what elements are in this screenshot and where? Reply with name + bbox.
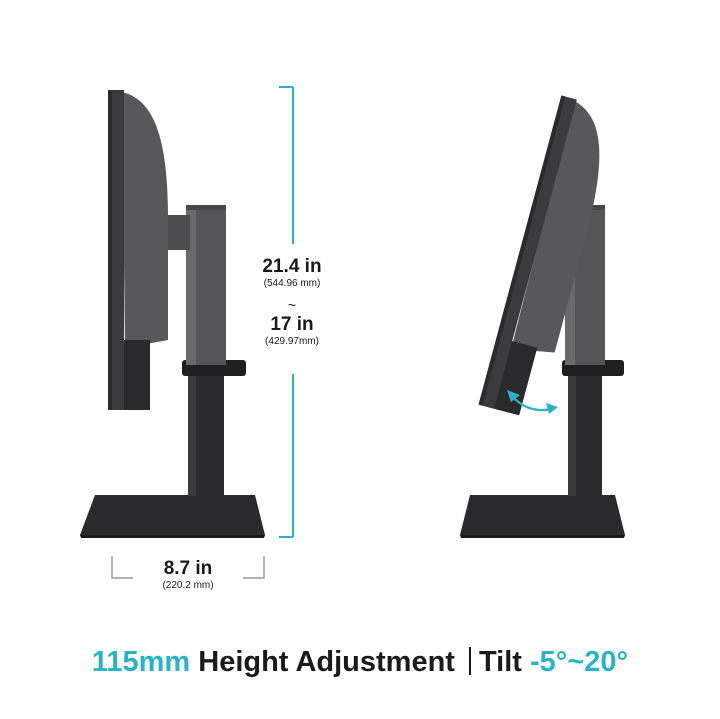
min-height-mm: (429.97mm): [265, 336, 319, 347]
min-height-inches: 17 in: [270, 314, 314, 335]
monitor-side-view-upright: [80, 90, 265, 538]
tilt-range-value: -5°~20°: [529, 646, 629, 678]
monitor-side-view-tilted: [460, 95, 625, 538]
caption-divider: [468, 647, 471, 675]
curved-double-arrow-icon: [507, 390, 558, 414]
height-dimension-label: 21.4 in (544.96 mm) ~ 17 in (429.97mm): [236, 256, 348, 348]
base-width-mm: (220.2 mm): [162, 580, 214, 591]
tilt-label: Tilt: [478, 646, 530, 678]
base-width-bracket: [111, 556, 265, 579]
max-height-inches: 21.4 in: [262, 256, 322, 277]
max-height-mm: (544.96 mm): [263, 278, 321, 289]
base-width-inches: 8.7 in: [163, 558, 213, 579]
height-dimension-bracket: [279, 86, 294, 538]
height-adjust-label: Height Adjustment: [190, 646, 455, 678]
height-adjust-value: 115mm: [91, 646, 191, 678]
range-separator: ~: [287, 297, 297, 313]
base-width-label: 8.7 in (220.2 mm): [138, 558, 238, 592]
monitor-illustration: [80, 86, 625, 579]
feature-caption: 115mm Height Adjustment Tilt -5°~20°: [0, 646, 720, 679]
